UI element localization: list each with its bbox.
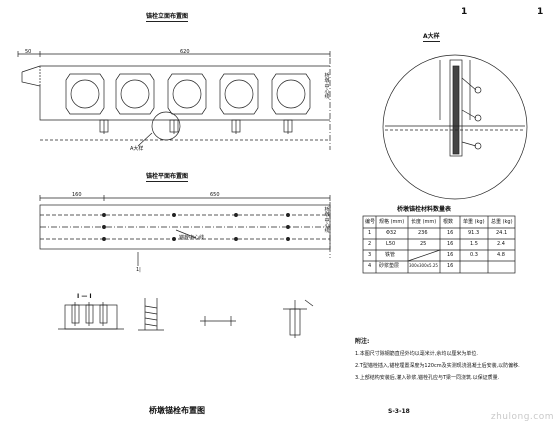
note-item: 3.上部结构安装后,灌入砂浆,锚栓孔应与T梁一同浇筑.以保证质量. [355, 375, 500, 381]
notes-heading: 附注: [355, 338, 370, 345]
table-cell: 0.3 [470, 252, 478, 258]
table-cell: 236 [418, 230, 428, 236]
plan-view [39, 195, 331, 266]
table-header: 编号 [365, 219, 376, 225]
note-item: 2.T型锚栓插入,锚栓埋置深度为120cm及实测现浇混凝土后安装,以防偏移. [355, 363, 520, 369]
bolt-detail-1 [138, 298, 164, 331]
table-header: 规格 (mm) [379, 219, 405, 225]
table-header: 总重 (kg) [491, 219, 513, 225]
drawing-number: S-3-18 [388, 408, 410, 415]
table-cell: Φ32 [386, 230, 397, 236]
material-table-grid [362, 215, 516, 274]
anchor-bolts-plan [102, 213, 290, 241]
table-cell: 1.5 [470, 241, 478, 247]
dim-elevation-main: 620 [180, 49, 190, 55]
section-label: I — I [77, 293, 92, 300]
bolt-detail-3 [283, 299, 314, 338]
dim-elevation-left: 50 [25, 49, 32, 55]
table-cell: 91.3 [468, 230, 480, 236]
elevation-view [17, 51, 331, 150]
table-cell: L50 [386, 241, 396, 247]
bearing-centerline-label: 锚栓中心线 [179, 235, 205, 241]
table-header: 根数 [443, 219, 454, 225]
detail-a-title: A大样 [423, 33, 440, 42]
table-cell: 16 [447, 263, 454, 269]
page-number-right: 1 [537, 7, 544, 17]
note-item: 1.本图尺寸除钢筋直径外均以毫米计,余均以厘米为单位. [355, 351, 478, 357]
plan-cut-mark: 1| [136, 267, 141, 273]
table-cell: 24.1 [496, 230, 508, 236]
detail-a-marker: A大样 [130, 146, 144, 152]
dim-plan-main: 650 [210, 192, 220, 198]
table-cell: 2.4 [497, 241, 505, 247]
elevation-view-title: 锚栓立面布置图 [146, 13, 189, 22]
table-cell: 4.8 [497, 252, 505, 258]
detail-a-view [382, 54, 528, 200]
hollow-core-cells [65, 73, 311, 115]
centerline-label-plan: 桥 墩 中 心 线 [324, 207, 330, 234]
centerline-label-elevation: 桥 墩 中 心 线 [324, 73, 330, 100]
table-cell: 砂浆垫层 [379, 263, 400, 269]
material-table-title: 桥墩锚栓材料数量表 [397, 206, 452, 213]
table-cell: 16 [447, 252, 454, 258]
dim-plan-left: 160 [72, 192, 82, 198]
table-cell: 4 [368, 263, 372, 269]
table-cell: 16 [447, 241, 454, 247]
table-cell: 1 [368, 230, 372, 236]
table-header: 单重 (kg) [463, 219, 485, 225]
table-cell: 25 [420, 241, 427, 247]
drawing-title: 桥墩锚栓布置图 [149, 406, 205, 415]
table-header: 长度 (mm) [411, 219, 437, 225]
watermark: zhulong.com [490, 412, 554, 422]
bolt-detail-2 [200, 316, 236, 326]
table-cell: 2 [368, 241, 372, 247]
section-view [58, 302, 124, 330]
plan-view-title: 锚栓平面布置图 [146, 173, 189, 182]
table-cell: 300x300x5.25 [409, 263, 438, 268]
anchor-bolts-elevation [99, 119, 293, 134]
table-cell: 16 [447, 230, 454, 236]
table-cell: 铁管 [385, 252, 396, 258]
page-number-left: 1 [461, 7, 468, 17]
table-cell: 3 [368, 252, 372, 258]
